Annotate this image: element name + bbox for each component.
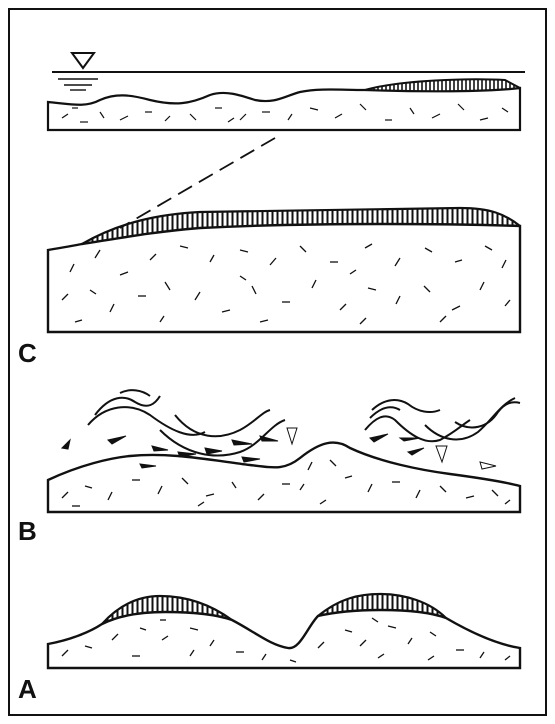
texture-dashes-enlarged	[62, 244, 510, 324]
panel-label-a: A	[18, 674, 37, 704]
panel-c	[48, 53, 525, 332]
panel-a	[48, 588, 520, 668]
suspended-grains	[62, 428, 496, 469]
seafloor-profile-enlarged	[48, 224, 520, 332]
seafloor-profile-a	[48, 610, 520, 668]
seafloor-profile-b	[48, 443, 520, 512]
panel-label-b: B	[18, 516, 37, 546]
texture-dashes-small	[62, 104, 508, 122]
figure-frame	[9, 9, 546, 715]
panel-b	[48, 390, 520, 512]
seafloor-profile-small	[48, 88, 520, 130]
panel-label-c: C	[18, 338, 37, 368]
texture-dashes-a	[62, 618, 510, 662]
